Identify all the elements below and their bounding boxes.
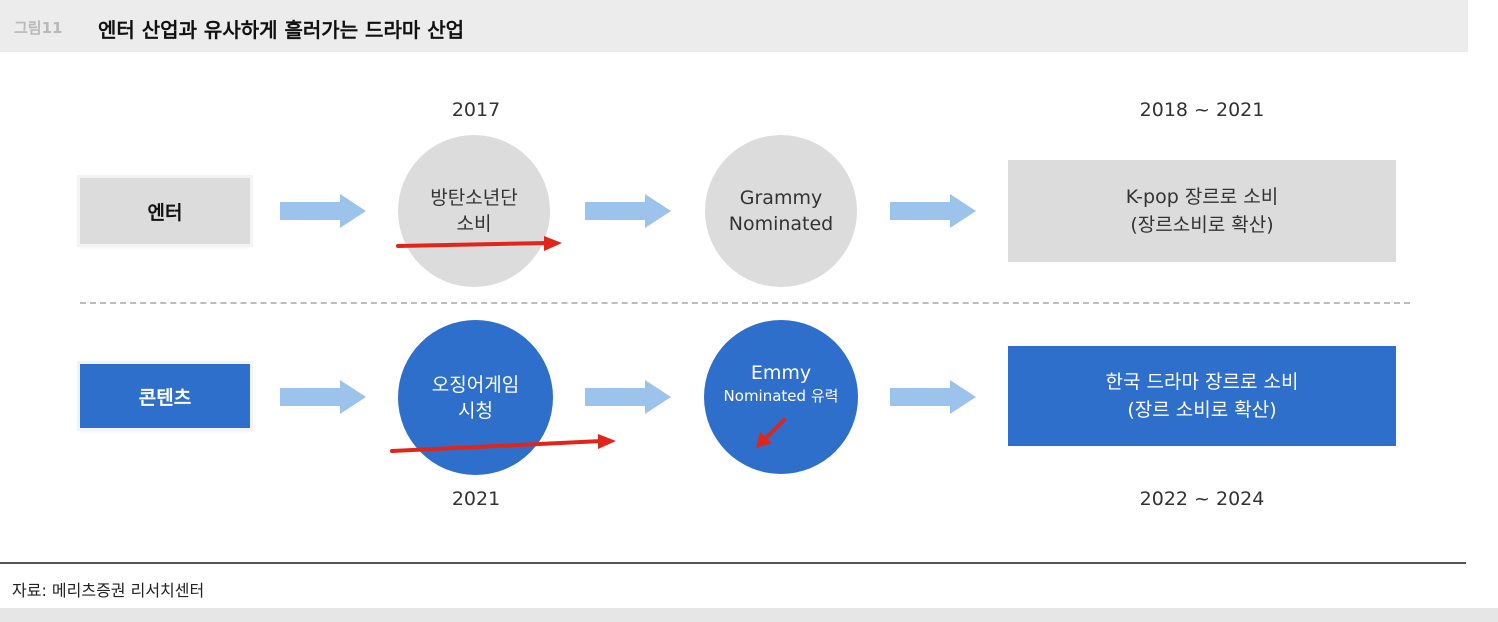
- source-note: 자료: 메리츠증권 리서치센터: [12, 581, 205, 600]
- right-arrow-icon: [280, 380, 366, 414]
- squid-game-circle-line2: 시청: [458, 399, 493, 422]
- right-arrow-icon: [585, 194, 671, 228]
- bts-circle-line1: 방탄소년단: [430, 187, 518, 209]
- right-arrow-icon: [280, 194, 366, 228]
- row-divider: [80, 302, 1410, 304]
- bottom-year-end: 2022 ~ 2024: [1139, 488, 1265, 510]
- footer-bar: [0, 608, 1498, 622]
- content-label: 콘텐츠: [80, 364, 250, 428]
- kdrama-result-line1: 한국 드라마 장르로 소비: [1105, 371, 1299, 393]
- emmy-circle-line1: Emmy: [750, 362, 812, 384]
- bottom-year-start: 2021: [451, 488, 501, 510]
- grammy-circle-line1: Grammy: [739, 187, 823, 209]
- header-bar: [0, 0, 1468, 52]
- right-arrow-icon: [890, 194, 976, 228]
- emmy-circle-line2: Nominated 유력: [723, 387, 839, 405]
- kdrama-result-line2: (장르 소비로 확산): [1127, 399, 1277, 421]
- red-pen-arrow-icon: [756, 418, 786, 448]
- top-year-start: 2017: [451, 99, 501, 121]
- figure-title: 엔터 산업과 유사하게 흘러가는 드라마 산업: [98, 18, 465, 42]
- entertainment-label: 엔터: [80, 178, 250, 244]
- squid-game-circle-line1: 오징어게임: [431, 373, 520, 396]
- bts-circle: 방탄소년단 소비: [398, 135, 550, 287]
- grammy-circle: Grammy Nominated: [705, 135, 857, 287]
- kdrama-result-box: 한국 드라마 장르로 소비 (장르 소비로 확산): [1008, 346, 1396, 446]
- figure-number: 그림11: [14, 19, 63, 37]
- kpop-result-box: K-pop 장르로 소비 (장르소비로 확산): [1008, 160, 1396, 262]
- red-pen-arrow-icon: [390, 434, 616, 453]
- right-arrow-icon: [585, 380, 671, 414]
- grammy-circle-line2: Nominated: [728, 213, 834, 235]
- bts-circle-line2: 소비: [456, 213, 492, 235]
- right-arrow-icon: [890, 380, 976, 414]
- kpop-result-line2: (장르소비로 확산): [1130, 214, 1274, 236]
- kpop-result-line1: K-pop 장르로 소비: [1125, 186, 1279, 208]
- bottom-rule: [0, 562, 1466, 564]
- red-pen-arrow-icon: [396, 236, 562, 251]
- top-year-end: 2018 ~ 2021: [1139, 99, 1265, 121]
- emmy-circle: Emmy Nominated 유력: [704, 320, 858, 474]
